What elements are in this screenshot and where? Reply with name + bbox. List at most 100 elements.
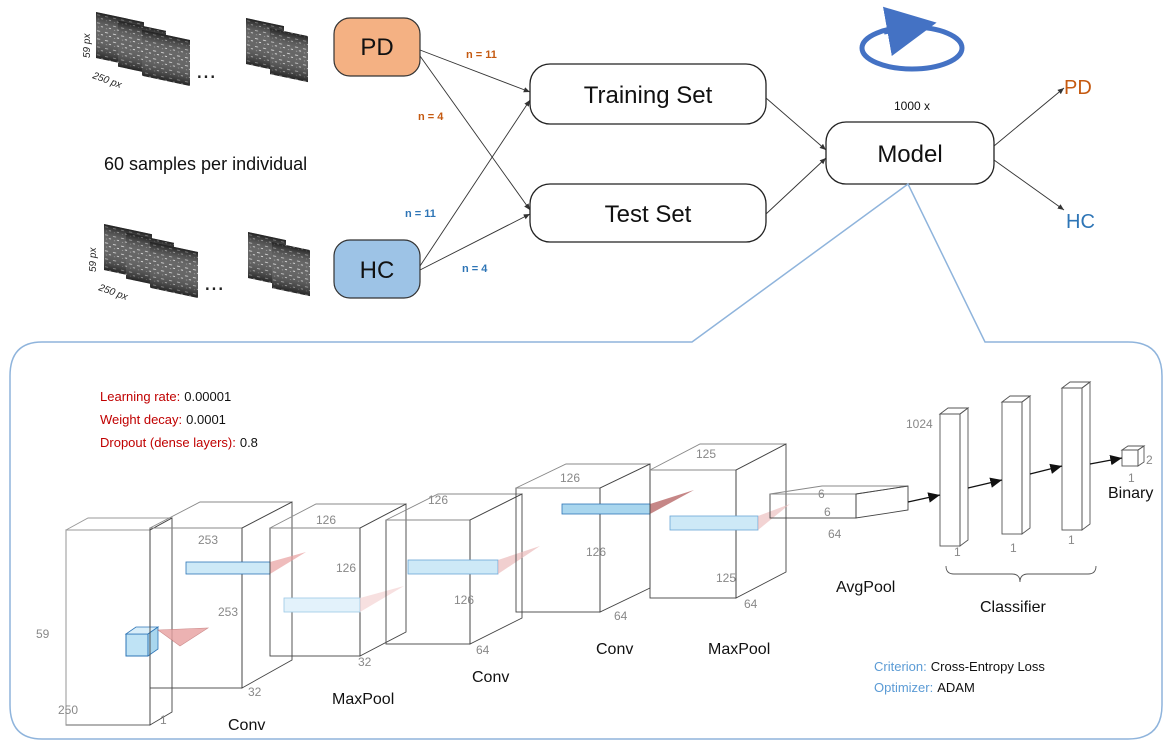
dense-layers — [938, 381, 1146, 547]
conv2-dim1: 126 — [428, 493, 448, 507]
criterion-line: Criterion: Cross-Entropy Loss — [874, 659, 1045, 674]
model-node: Model — [825, 121, 995, 185]
maxpool1-label: MaxPool — [332, 691, 394, 708]
hc-node-box — [333, 239, 421, 299]
set-model-edges — [765, 97, 827, 215]
maxpool1-dim1: 126 — [316, 513, 336, 527]
edge-model-pd — [993, 87, 1065, 147]
edge-label-pd-test: n = 4 — [418, 111, 444, 123]
dense-layer-1 — [938, 407, 970, 547]
maxpool1-volume — [269, 503, 407, 657]
conv2-dim2: 126 — [454, 593, 474, 607]
conv2-volume — [385, 493, 523, 645]
maxpool2-kernel — [669, 504, 790, 531]
output-hc-label: HC — [1066, 211, 1095, 233]
maxpool1-kernel — [283, 586, 404, 613]
input-volume — [65, 517, 173, 726]
edge-label-hc-train: n = 11 — [405, 208, 436, 220]
maxpool2-dim3: 64 — [744, 597, 758, 611]
criterion-name: Criterion: — [874, 659, 927, 674]
conv3-dim1: 126 — [560, 471, 580, 485]
avgpool-dim3: 64 — [828, 527, 842, 541]
samples-note: 60 samples per individual — [104, 154, 307, 174]
split-edges — [419, 49, 531, 271]
hyperparam-dropout: Dropout (dense layers):0.8 — [100, 435, 258, 450]
training-set-box — [529, 63, 767, 125]
conv3-label: Conv — [596, 641, 633, 658]
pd-height-label: 59 px — [82, 33, 93, 58]
repeat-label: 1000 x — [894, 99, 930, 113]
input-dim-w: 250 — [58, 703, 78, 717]
avgpool-dim1: 6 — [818, 487, 825, 501]
input-dim-c: 1 — [160, 713, 167, 727]
output-dim2: 1 — [1128, 471, 1135, 485]
pd-width-label: 250 px — [90, 70, 124, 91]
output-dim1: 2 — [1146, 453, 1153, 467]
conv1-kernel — [185, 552, 306, 575]
edge-pd-train — [419, 49, 531, 93]
edge-test-model — [765, 157, 827, 215]
output-node — [1120, 445, 1146, 467]
weight-decay-value: 0.0001 — [186, 412, 226, 427]
dense-layer-2 — [1000, 395, 1032, 535]
criterion-value: Cross-Entropy Loss — [931, 659, 1046, 674]
maxpool1-dim3: 32 — [358, 655, 372, 669]
pd-node-box — [333, 17, 421, 77]
input-kernel — [124, 626, 210, 657]
conv2-label: Conv — [472, 669, 509, 686]
pd-node: PD — [333, 17, 421, 77]
edge-hc-train — [419, 99, 531, 267]
edge-label-pd-train: n = 11 — [466, 49, 497, 61]
conv1-dim3: 32 — [248, 685, 262, 699]
hyperparam-learning-rate: Learning rate:0.00001 — [100, 389, 231, 404]
edge-pd-test — [419, 55, 531, 211]
pd-ellipsis: ... — [196, 57, 216, 84]
maxpool2-label: MaxPool — [708, 641, 770, 658]
hyperparam-weight-decay: Weight decay: 0.0001 — [100, 412, 226, 427]
test-set-label: Test Set — [605, 201, 692, 228]
conv2-kernel — [407, 546, 540, 575]
hc-ellipsis: ... — [204, 269, 224, 296]
edge-label-hc-test: n = 4 — [462, 263, 488, 275]
conv3-dim3: 64 — [614, 609, 628, 623]
maxpool2-volume — [649, 443, 787, 599]
training-set-node: Training Set — [529, 63, 767, 125]
hc-image-stack: 59 px 250 px ... — [88, 224, 310, 303]
binary-label: Binary — [1108, 485, 1153, 502]
hyperparameters: Learning rate:0.00001 Weight decay:0.000… — [100, 389, 258, 450]
classifier-label: Classifier — [980, 599, 1046, 616]
dropout-value: 0.8 — [240, 435, 258, 450]
conv1-dim2: 253 — [218, 605, 238, 619]
dense-size-label: 1024 — [906, 417, 933, 431]
conv1-dim1: 253 — [198, 533, 218, 547]
input-dim-h: 59 — [36, 627, 50, 641]
optimizer-value: ADAM — [937, 680, 975, 695]
output-pd-label: PD — [1064, 77, 1092, 99]
classifier-brace — [945, 565, 1097, 583]
maxpool2-dim1: 125 — [696, 447, 716, 461]
model-label: Model — [877, 141, 942, 168]
conv1-label: Conv — [228, 717, 265, 734]
edge-model-hc — [993, 159, 1065, 211]
avgpool-volume — [769, 485, 909, 519]
optimizer-line: Optimizer: ADAM — [874, 680, 975, 695]
dense-arrows — [907, 455, 1123, 503]
weight-decay-name: Weight decay: — [100, 412, 182, 427]
avgpool-label: AvgPool — [836, 579, 895, 596]
hc-node: HC — [333, 239, 421, 299]
test-set-node: Test Set — [529, 183, 767, 243]
architecture-callout — [9, 182, 1163, 740]
dense-layer-3 — [1060, 381, 1092, 531]
dense2-depth: 1 — [1010, 541, 1017, 555]
pd-node-label: PD — [360, 34, 393, 61]
hc-height-label: 59 px — [88, 247, 99, 272]
conv3-kernel — [561, 490, 694, 515]
model-box — [825, 121, 995, 185]
avgpool-dim2: 6 — [824, 505, 831, 519]
conv2-dim3: 64 — [476, 643, 490, 657]
optimizer-name: Optimizer: — [874, 680, 933, 695]
learning-rate-value: 0.00001 — [184, 389, 231, 404]
conv1-volume — [149, 501, 293, 689]
edge-train-model — [765, 97, 827, 151]
